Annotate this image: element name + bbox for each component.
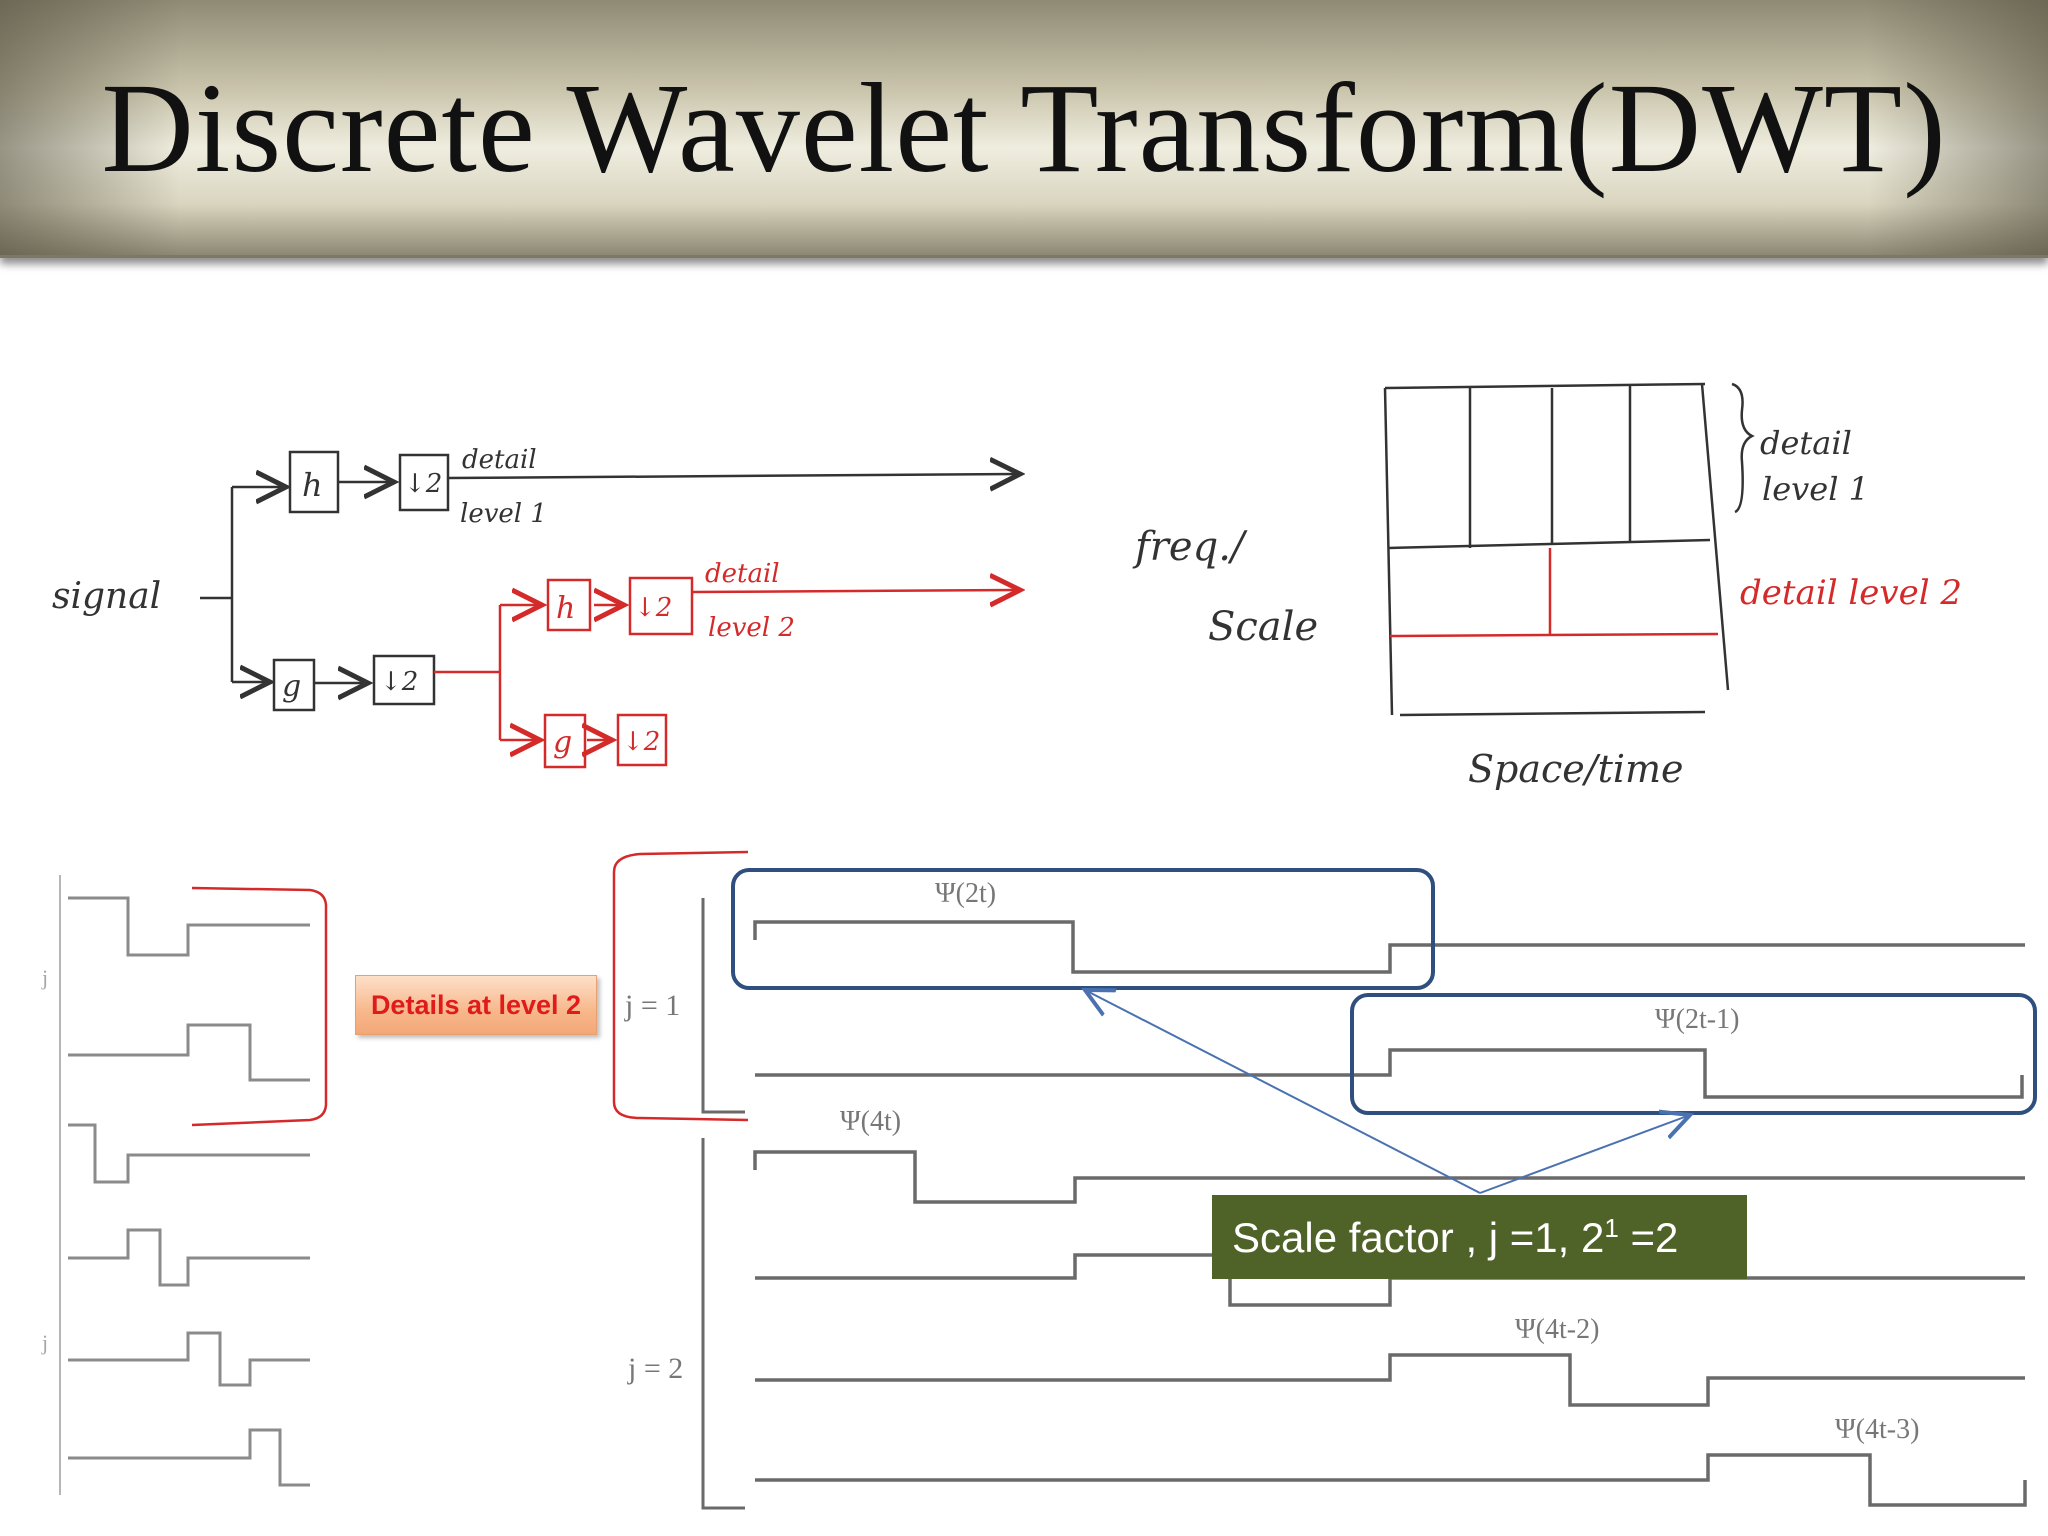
left-trace-1 xyxy=(68,896,310,957)
details-callout: Details at level 2 xyxy=(355,975,597,1035)
left-trace-3 xyxy=(68,1123,310,1184)
detail2-label: detail xyxy=(705,559,780,589)
left-wavelet-column: j j xyxy=(41,875,310,1495)
left-label-b: j xyxy=(41,1330,48,1355)
h2-box xyxy=(546,578,592,632)
left-trace-5 xyxy=(68,1331,310,1387)
scale-factor-prefix: Scale factor , j =1, 2 xyxy=(1232,1213,1605,1261)
trace-psi-2t xyxy=(753,920,2025,974)
down3-box xyxy=(628,576,694,636)
tiling-right-edge xyxy=(1700,383,1730,691)
g2-label: g xyxy=(553,725,572,760)
j2-bracket xyxy=(701,1138,745,1510)
scale-factor-exponent: 1 xyxy=(1604,1212,1619,1243)
trace-psi-2t-1 xyxy=(755,1048,2024,1099)
scale-factor-text: Scale factor , j =1, 21 =2 xyxy=(1232,1213,1678,1262)
left-red-bracket xyxy=(191,886,328,1127)
detail2-arrow xyxy=(691,590,1020,592)
j1-red-bracket xyxy=(612,850,749,1122)
left-trace-6 xyxy=(68,1428,310,1487)
down2-box xyxy=(372,654,436,706)
scale-factor-suffix: =2 xyxy=(1618,1213,1679,1261)
tiling-left-edge xyxy=(1383,387,1394,716)
arrow-to-psi-2t xyxy=(1085,990,1481,1194)
trace-psi-4t-1 xyxy=(755,1253,2025,1307)
tiling-bottom-edge xyxy=(1399,710,1706,717)
down1-box xyxy=(398,453,450,512)
g1-label: g xyxy=(282,669,301,704)
j1-bracket xyxy=(701,898,745,1114)
label-psi-4t-2: Ψ(4t-2) xyxy=(1515,1314,1599,1345)
tiling-top-edge xyxy=(1384,382,1706,390)
title-bar: Discrete Wavelet Transform(DWT) xyxy=(0,0,2048,258)
g1-box xyxy=(272,658,316,712)
down2-label: ↓2 xyxy=(380,667,418,697)
left-trace-4 xyxy=(68,1228,310,1287)
main-wavelet-plots: j = 1 j = 2 Ψ(2t) Ψ(2t-1) Ψ(4t) Ψ(4t-2) … xyxy=(624,878,2027,1510)
j1-label: j = 1 xyxy=(624,989,680,1022)
tiling-level2-divider xyxy=(1389,632,1719,638)
tiling-level1-divider xyxy=(1387,538,1711,550)
label-psi-4t-3: Ψ(4t-3) xyxy=(1835,1414,1919,1445)
h2-label: h xyxy=(556,591,575,626)
filter-bank: signal h ↓2 detail level 1 g ↓2 xyxy=(52,445,1020,712)
details-callout-text: Details at level 2 xyxy=(370,989,582,1020)
down3-label: ↓2 xyxy=(634,593,672,623)
arrow-to-psi-2t-1 xyxy=(1479,1115,1690,1194)
level1-label: level 1 xyxy=(460,499,547,529)
scale-label: Scale xyxy=(1208,604,1318,650)
j2-label: j = 2 xyxy=(627,1352,683,1385)
label-psi-4t: Ψ(4t) xyxy=(840,1106,901,1137)
down4-label: ↓2 xyxy=(622,727,660,757)
trace-psi-4t xyxy=(753,1150,2025,1204)
left-trace-2 xyxy=(68,1023,310,1082)
brace-label-detail: detail xyxy=(1760,424,1852,462)
down4-box xyxy=(616,713,668,767)
trace-psi-4t-3 xyxy=(755,1453,2027,1507)
detail-level2-label: detail level 2 xyxy=(1740,573,1962,613)
detail1-arrow xyxy=(447,474,1020,478)
left-label-a: j xyxy=(41,965,48,990)
filter-bank-level2: h ↓2 detail level 2 g ↓2 xyxy=(434,559,1020,769)
label-psi-2t: Ψ(2t) xyxy=(935,878,996,909)
brace-detail-level1 xyxy=(1731,382,1755,514)
label-psi-2t-1: Ψ(2t-1) xyxy=(1655,1004,1739,1035)
detail1-label: detail xyxy=(462,445,537,475)
down1-label: ↓2 xyxy=(404,469,442,499)
space-time-label: Space/time xyxy=(1468,747,1684,791)
scale-factor-callout: Scale factor , j =1, 21 =2 xyxy=(1212,1195,1747,1279)
signal-label: signal xyxy=(52,576,161,617)
trace-psi-4t-2 xyxy=(755,1353,2025,1407)
brace-label-level1: level 1 xyxy=(1762,470,1869,508)
level2-label: level 2 xyxy=(708,613,795,643)
h1-label: h xyxy=(302,466,323,504)
freq-label: freq./ xyxy=(1132,524,1248,570)
slide-title: Discrete Wavelet Transform(DWT) xyxy=(101,57,1947,199)
tiling-diagram: freq./ Scale detail level 1 detail level… xyxy=(1132,382,1962,791)
